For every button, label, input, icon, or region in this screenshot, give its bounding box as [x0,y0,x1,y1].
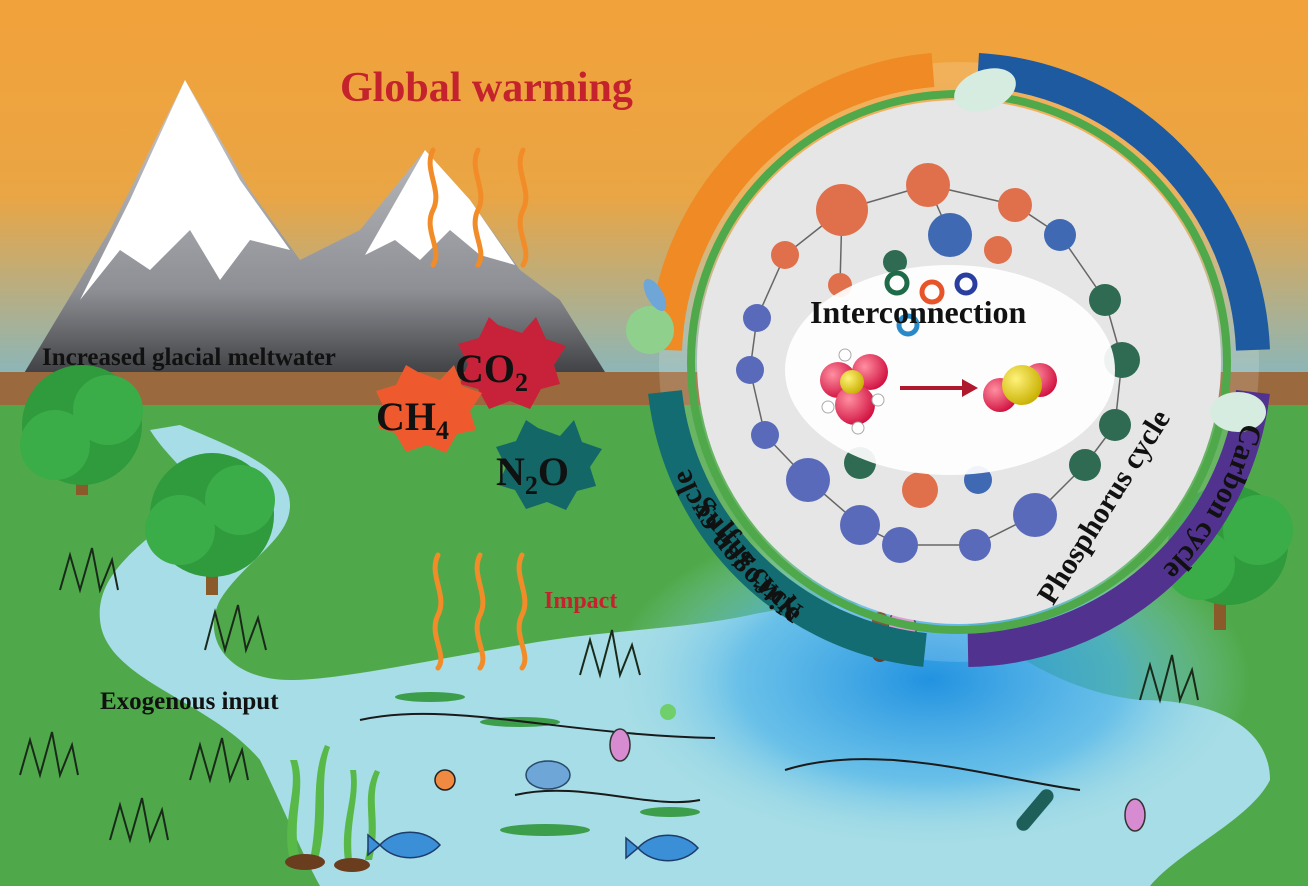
page-title: Global warming [340,65,633,111]
fish [367,831,700,862]
water-lines [359,712,1081,804]
molecule-left [820,348,888,435]
arc-bacteria [626,68,1266,432]
interconnection-highlight [785,265,1115,475]
gas-bursts [376,317,602,510]
cycle-arcs [648,53,1270,667]
seaweed [287,745,380,860]
ch4-label: CH4 [376,394,449,445]
gear-icons [884,270,978,337]
n2o-label: N2O [496,449,570,500]
tree-left [20,365,143,495]
interconnection-label: Interconnection [810,294,1027,330]
grass-tufts [19,547,1199,844]
tree-middle [145,453,275,595]
network-nodes [736,163,1140,563]
impact-label: Impact [544,588,618,614]
molecule-right [983,363,1057,412]
reaction-arrow [900,379,978,397]
co2-label: CO2 [455,346,528,397]
meltwater-label: Increased glacial meltwater [42,344,336,371]
exogenous-input-label: Exogenous input [100,688,279,715]
heat-waves [427,147,529,671]
sediment-rocks [285,854,370,872]
